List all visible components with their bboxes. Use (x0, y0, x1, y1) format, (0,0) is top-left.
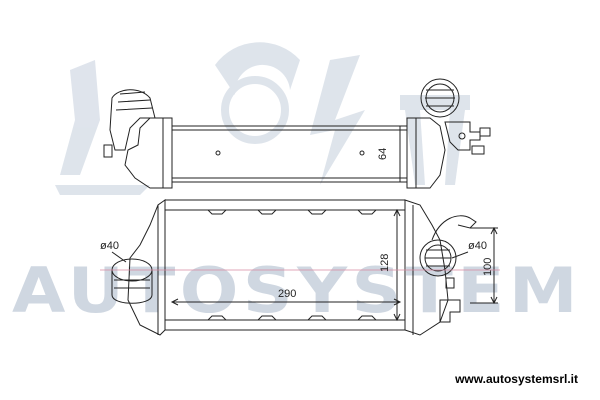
top-right-inlet (420, 78, 460, 118)
dimension-core-height: 128 (379, 254, 391, 272)
top-right-tank (406, 117, 446, 189)
top-view (103, 78, 491, 189)
dimension-outlet-offset: 100 (482, 258, 494, 276)
front-right-bracket (439, 299, 461, 323)
dimension-inlet-diameter-right: ø40 (468, 240, 487, 252)
top-left-tank (124, 117, 173, 189)
website-link[interactable]: www.autosystemsrl.it (455, 372, 578, 386)
dimension-inlet-diameter-left: ø40 (100, 240, 119, 252)
dimension-core-width: 290 (278, 288, 296, 300)
front-left-tank (127, 199, 166, 336)
top-left-pipe (109, 89, 156, 151)
dimension-core-thickness: 64 (377, 148, 389, 160)
front-view (111, 199, 498, 336)
top-right-bracket (444, 121, 481, 151)
top-core (171, 125, 408, 183)
watermark-logo (55, 42, 470, 195)
front-right-inlet (419, 239, 457, 277)
watermark-text: AUTOSYSTEM (12, 254, 582, 327)
